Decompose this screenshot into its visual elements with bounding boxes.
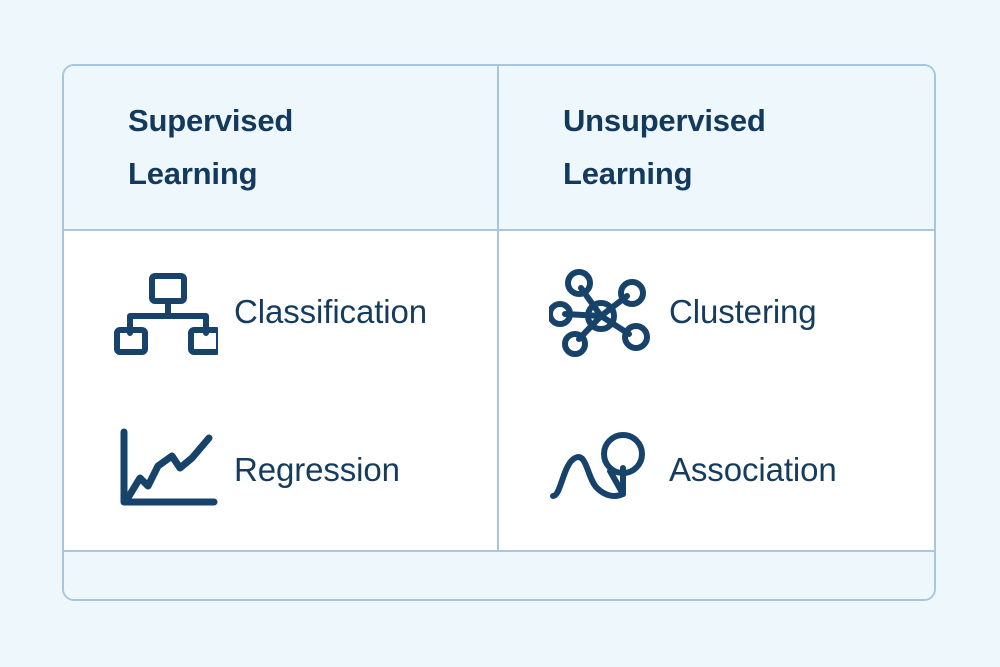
list-item-association[interactable]: Association xyxy=(549,424,934,516)
list-item-label: Association xyxy=(669,450,837,488)
column-title-supervised: Supervised Learning xyxy=(128,103,294,192)
hierarchy-icon xyxy=(114,266,218,358)
line-chart-icon xyxy=(114,424,218,516)
list-item-regression[interactable]: Regression xyxy=(114,424,497,516)
table-body-row: Classification Regression xyxy=(64,228,934,551)
table-header-row: Supervised Learning Unsupervised Learnin… xyxy=(64,66,934,229)
footer-cell-right xyxy=(499,552,934,599)
header-cell-unsupervised: Unsupervised Learning xyxy=(499,66,934,229)
column-title-unsupervised: Unsupervised Learning xyxy=(563,103,766,192)
list-item-label: Regression xyxy=(234,450,400,488)
list-item-clustering[interactable]: Clustering xyxy=(549,266,934,358)
header-cell-supervised: Supervised Learning xyxy=(64,66,499,229)
list-item-label: Classification xyxy=(234,292,428,330)
list-item-label: Clustering xyxy=(669,292,817,330)
body-cell-unsupervised: Clustering Association xyxy=(499,231,934,551)
body-cell-supervised: Classification Regression xyxy=(64,230,499,551)
network-hub-icon xyxy=(549,266,653,358)
ml-comparison-table: Supervised Learning Unsupervised Learnin… xyxy=(62,64,936,601)
wave-magnifier-icon xyxy=(549,424,653,516)
list-item-classification[interactable]: Classification xyxy=(114,266,497,358)
footer-cell-left xyxy=(64,552,499,599)
table-footer-row xyxy=(64,550,934,599)
